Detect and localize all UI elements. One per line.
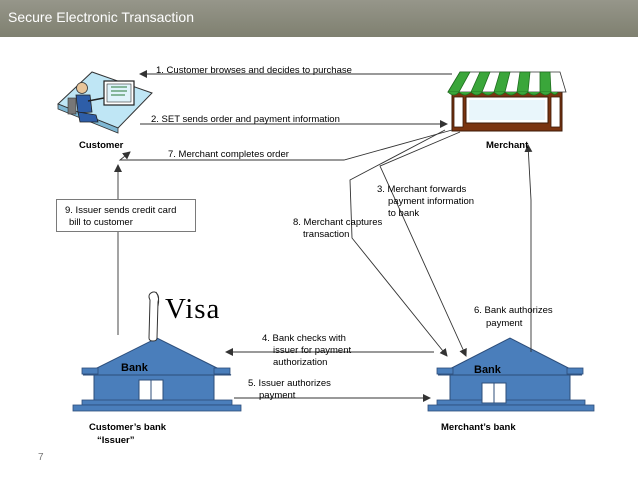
customers-bank-label-line2: “Issuer”	[97, 435, 135, 446]
step-3-label-line2: payment information	[388, 196, 475, 207]
step-9-label-line1: 9. Issuer sends credit card	[65, 205, 177, 216]
slide-title: Secure Electronic Transaction	[8, 9, 194, 25]
customers-bank-sign: Bank	[121, 362, 148, 374]
step-2-label: 2. SET sends order and payment informati…	[151, 114, 340, 125]
customers-bank-building	[72, 337, 242, 412]
step-9-box: 9. Issuer sends credit card bill to cust…	[56, 199, 196, 232]
merchant-shop-icon	[447, 71, 567, 132]
step-4-label-line2: issuer for payment	[273, 345, 352, 356]
step-8-label-line1: 8. Merchant captures	[293, 217, 383, 228]
step-4-label-line3: authorization	[273, 357, 328, 368]
step-9-label-line2: bill to customer	[69, 217, 133, 228]
step-6-label-line1: 6. Bank authorizes	[474, 305, 553, 316]
merchant-label: Merchant	[486, 140, 529, 151]
merchants-bank-sign: Bank	[474, 364, 501, 376]
page-number: 7	[38, 452, 44, 463]
step-5-label-line1: 5. Issuer authorizes	[248, 378, 331, 389]
merchants-bank-label: Merchant’s bank	[441, 422, 516, 433]
step-6-label-line2: payment	[486, 318, 523, 329]
step-5-label-line2: payment	[259, 390, 296, 401]
step-3-label-line1: 3. Merchant forwards	[377, 184, 467, 195]
arrow-step-8	[349, 129, 448, 357]
title-bar: Secure Electronic Transaction	[0, 0, 638, 37]
arrow-step-6	[524, 144, 533, 352]
step-1-label: 1. Customer browses and decides to purch…	[156, 65, 352, 76]
arrow-step-3	[379, 131, 467, 357]
arrow-step-7	[118, 129, 453, 161]
visa-card-icon	[148, 291, 160, 342]
step-7-label: 7. Merchant completes order	[168, 149, 289, 160]
visa-logo-text: Visa	[165, 293, 221, 325]
step-8-label-line2: transaction	[303, 229, 350, 240]
customer-computer-icon	[57, 71, 153, 134]
step-4-label-line1: 4. Bank checks with	[262, 333, 346, 344]
customers-bank-label-line1: Customer’s bank	[89, 422, 167, 433]
customer-label: Customer	[79, 140, 124, 151]
merchants-bank-building	[427, 337, 595, 412]
step-3-label-line3: to bank	[388, 208, 420, 219]
